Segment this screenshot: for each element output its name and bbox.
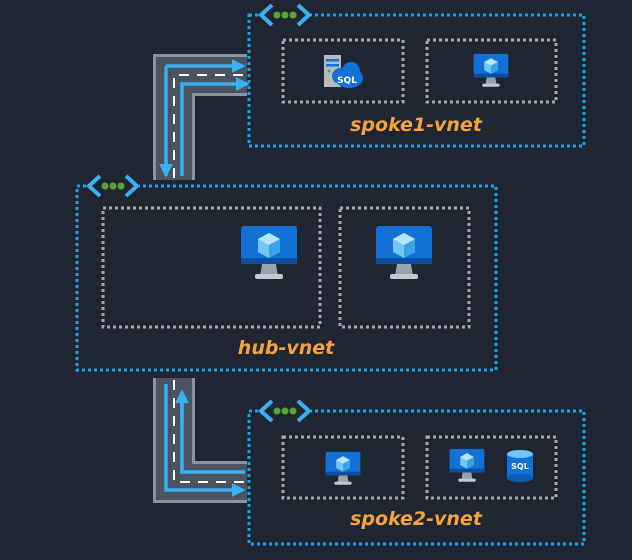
virtual-machine-icon [376, 226, 432, 279]
subnet [338, 206, 471, 329]
spoke1-vnet-label: spoke1-vnet [350, 114, 482, 136]
virtual-machine-icon [325, 451, 361, 485]
subnet [425, 38, 558, 104]
peering-icon [258, 3, 312, 27]
spoke2-vnet: SQL [247, 399, 586, 546]
route-arrow-in [180, 77, 250, 176]
hub-vnet-label: hub-vnet [237, 337, 335, 359]
sql-server-icon: SQL [324, 55, 363, 88]
hub-vnet [75, 174, 498, 372]
peering-icon [258, 399, 312, 423]
subnet [425, 435, 558, 500]
spoke1-vnet: SQL [247, 3, 586, 148]
sql-database-text: SQL [511, 462, 529, 471]
sql-database-icon: SQL [507, 450, 533, 482]
vnet-boundary [75, 184, 498, 372]
spoke2-vnet-label: spoke2-vnet [350, 508, 482, 530]
virtual-machine-icon [449, 448, 485, 482]
vnet-boundary [247, 13, 586, 148]
route-hub-to-spoke2 [153, 378, 247, 503]
subnet [281, 38, 405, 104]
route-arrow-right [164, 384, 246, 497]
subnet [281, 435, 405, 500]
subnet [101, 206, 322, 329]
peering-icon [86, 174, 140, 198]
sql-server-text: SQL [337, 76, 357, 86]
route-spoke1-to-hub [153, 54, 250, 180]
virtual-machine-icon [473, 53, 509, 87]
virtual-machine-icon [241, 226, 297, 279]
